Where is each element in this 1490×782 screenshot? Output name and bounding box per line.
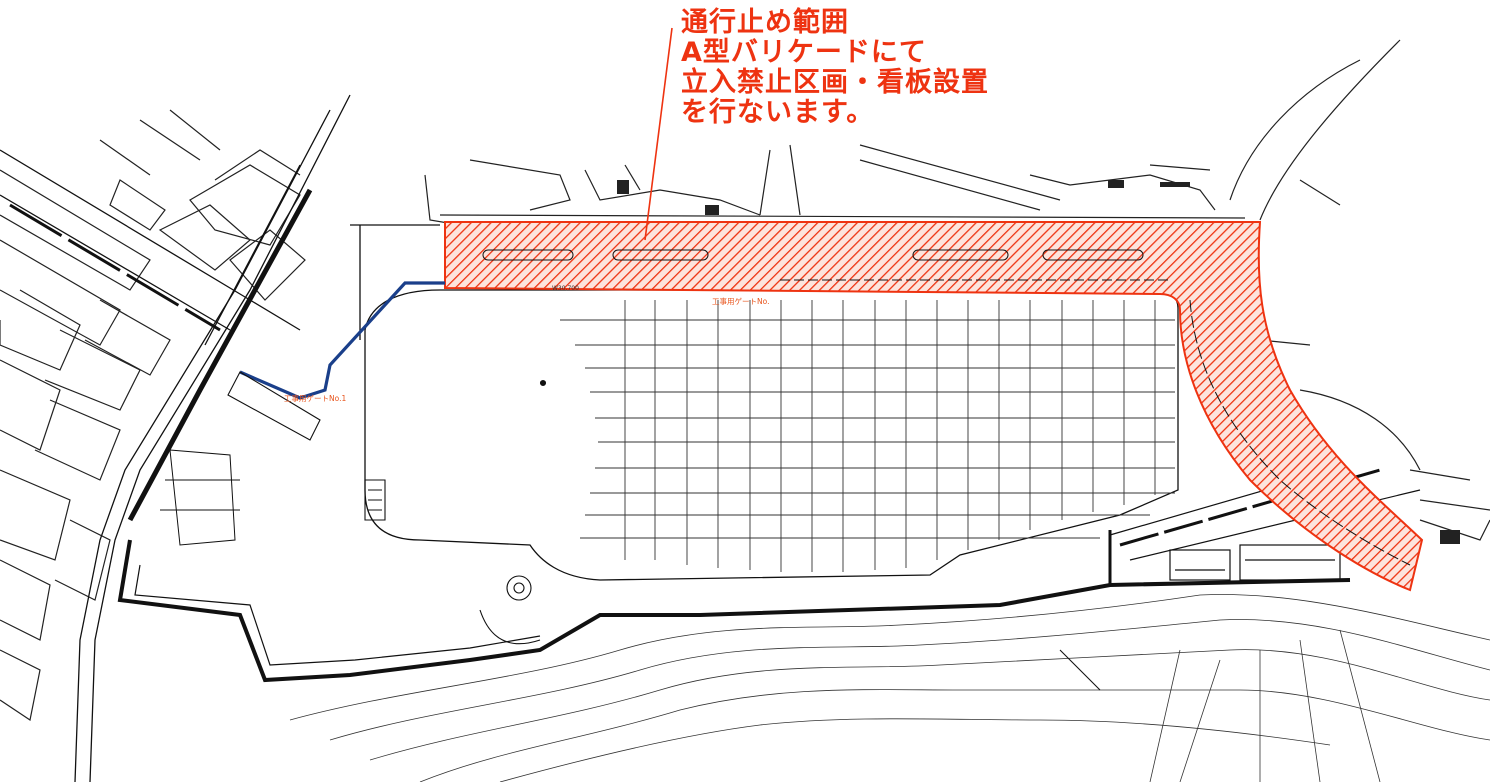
notice-line-1: 通行止め範囲 — [681, 7, 849, 38]
notice-line-3: 立入禁止区画・看板設置 — [681, 67, 989, 98]
notice-line-4: を行ないます。 — [681, 97, 875, 128]
main-roads — [0, 94, 351, 782]
parking-lot — [350, 224, 1179, 581]
misc-features — [227, 371, 1101, 691]
notice-leader-line — [644, 27, 673, 241]
gate-2-label: 工事用ゲートNo. — [712, 296, 769, 306]
seawall — [117, 449, 1421, 683]
notice-line-2: A型バリケードにて — [681, 37, 927, 68]
parking-grid — [560, 300, 1175, 572]
contour-lines — [289, 594, 1490, 782]
building-fills — [617, 180, 1460, 544]
closure-area — [444, 221, 1424, 592]
road-markings — [482, 249, 1411, 566]
building-right-bottom — [1169, 544, 1341, 581]
city-blocks-left — [0, 109, 306, 721]
gate-1-label: 工事用ゲートNo.1 — [284, 393, 346, 403]
dimension-label: W30,700 — [552, 285, 579, 292]
closure-notice: 通行止め範囲 A型バリケードにて 立入禁止区画・看板設置 を行ないます。 — [681, 8, 989, 128]
construction-route — [239, 281, 445, 400]
